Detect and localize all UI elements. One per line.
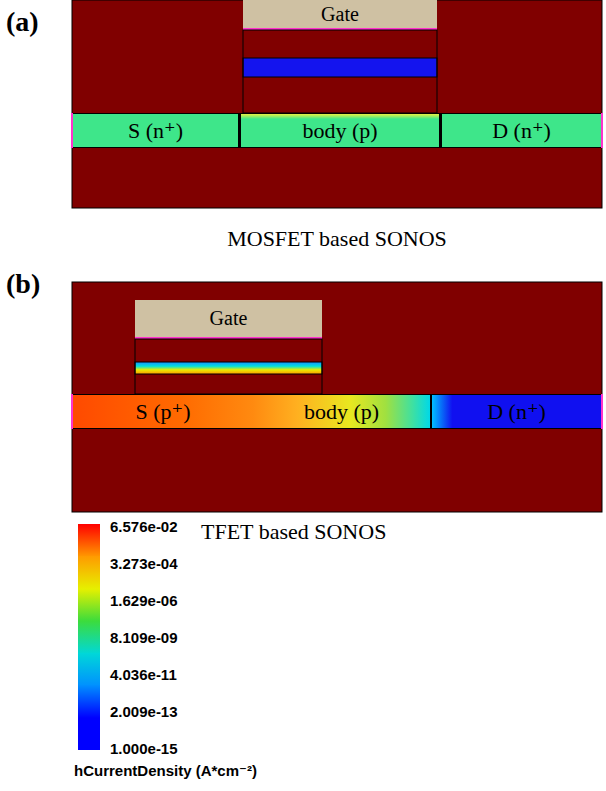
region-label: S (p⁺) [136,399,191,425]
gate-electrode: Gate [243,0,437,28]
colorbar-swatch [78,621,100,654]
mosfet-sonos-structure [72,0,602,208]
source-region: S (n⁺) [73,114,238,147]
panel-caption: MOSFET based SONOS [227,226,447,252]
region-label: Gate [321,3,359,26]
source-region: S (p⁺) [73,395,253,428]
region-label: body (p) [302,118,377,144]
colorbar-swatch [78,524,100,557]
legend-title: hCurrentDensity (A*cm⁻²) [74,762,257,780]
region-label: D (n⁺) [487,399,546,425]
colorbar-value: 1.000e-15 [110,740,178,757]
body-region: body (p) [253,395,430,428]
region-label: Gate [210,307,248,330]
colorbar-value: 8.109e-09 [110,629,178,646]
panel-caption: TFET based SONOS [201,519,386,545]
region-label: S (n⁺) [128,118,183,144]
colorbar-value: 1.629e-06 [110,592,178,609]
colorbar-swatch [78,718,100,751]
region-label: body (p) [304,399,379,425]
panel-label: (a) [6,6,39,38]
colorbar-swatch [78,556,100,589]
region-label: D (n⁺) [492,118,551,144]
drain-region: D (n⁺) [442,114,601,147]
colorbar-value: 3.273e-04 [110,555,178,572]
gate-electrode: Gate [135,300,322,337]
tfet-sonos-structure [72,282,602,512]
colorbar-swatch [78,589,100,622]
colorbar-swatch [78,653,100,686]
colorbar-value: 6.576e-02 [110,518,178,535]
panel-label: (b) [6,268,40,300]
colorbar-swatch [78,685,100,718]
drain-region: D (n⁺) [432,395,601,428]
colorbar-value: 4.036e-11 [110,666,177,683]
colorbar-value: 2.009e-13 [110,703,178,720]
body-region: body (p) [241,114,439,147]
